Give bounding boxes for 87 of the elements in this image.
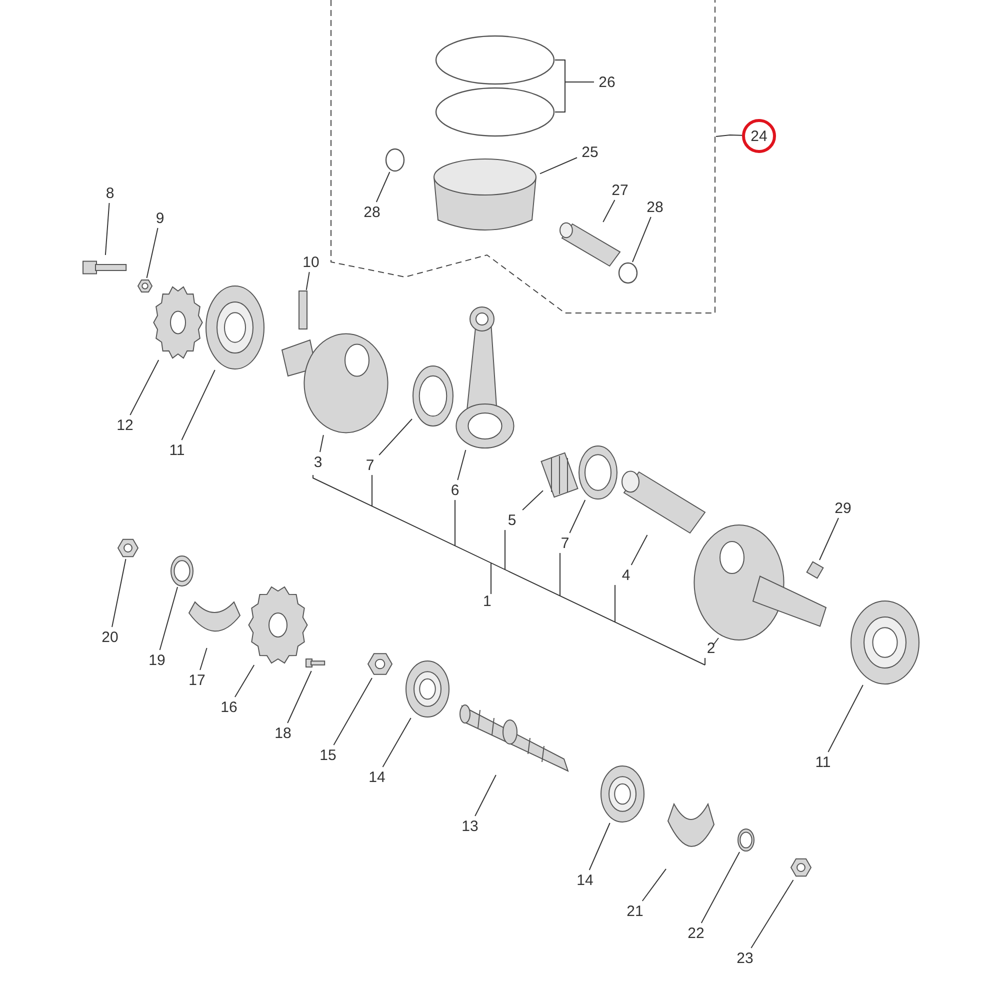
bearing-drawing xyxy=(205,285,265,370)
callout-number: 4 xyxy=(613,565,639,585)
leader-line xyxy=(712,638,719,646)
nut-drawing xyxy=(137,278,153,294)
leader-line xyxy=(378,418,412,456)
leader-line xyxy=(474,774,496,816)
leader-line xyxy=(588,822,610,870)
dashed-group-outline xyxy=(330,0,716,314)
callout-number: 28 xyxy=(359,202,385,222)
leader-line xyxy=(554,82,594,112)
callout-number: 9 xyxy=(147,208,173,228)
leader-line xyxy=(457,450,466,480)
leader-line xyxy=(828,684,864,752)
callout-number: 10 xyxy=(298,252,324,272)
piston-pin-drawing xyxy=(560,222,622,268)
leader-line xyxy=(159,586,178,650)
leader-line xyxy=(522,490,544,510)
callout-number: 12 xyxy=(112,415,138,435)
callout-number: 27 xyxy=(607,180,633,200)
callout-number: 21 xyxy=(622,901,648,921)
piston-ring-drawing xyxy=(435,35,555,85)
callout-number: 11 xyxy=(810,752,836,772)
leader-line xyxy=(382,718,412,768)
leader-line xyxy=(287,670,312,724)
callout-number: 13 xyxy=(457,816,483,836)
washer-drawing xyxy=(170,555,194,587)
callout-number: 5 xyxy=(499,510,525,530)
callout-number: 25 xyxy=(577,142,603,162)
leader-line xyxy=(819,518,839,560)
leader-line xyxy=(632,216,652,262)
piston-ring-drawing xyxy=(435,87,555,137)
leader-line xyxy=(700,852,740,924)
callout-number: 26 xyxy=(594,72,620,92)
connecting-rod-drawing xyxy=(455,305,515,450)
nut-drawing xyxy=(117,537,139,559)
leader-line xyxy=(750,880,794,948)
leader-line xyxy=(104,202,110,256)
leader-line xyxy=(630,534,648,566)
callout-number: 1 xyxy=(483,594,492,609)
leader-line xyxy=(181,370,216,440)
crank-pin-drawing xyxy=(622,470,707,535)
circlip-drawing xyxy=(385,148,405,172)
leader-line xyxy=(540,157,578,174)
callout-number: 24 xyxy=(742,119,776,153)
leader-line xyxy=(333,678,372,746)
callout-number: 17 xyxy=(184,670,210,690)
callout-number: 20 xyxy=(97,627,123,647)
leader-line xyxy=(112,558,126,628)
leader-line xyxy=(234,664,255,698)
leader-line xyxy=(130,360,160,416)
callout-number: 19 xyxy=(144,650,170,670)
callout-number: 15 xyxy=(315,745,341,765)
leader-line xyxy=(306,272,310,290)
circlip-drawing xyxy=(618,262,638,284)
callout-number: 22 xyxy=(683,923,709,943)
bearing-drawing xyxy=(405,660,450,718)
nut-drawing xyxy=(367,650,393,678)
callout-number: 7 xyxy=(357,455,383,475)
sprocket-drawing xyxy=(153,285,203,360)
callout-number: 2 xyxy=(698,638,724,658)
dowel-pin-drawing xyxy=(298,290,308,330)
callout-number: 7 xyxy=(552,533,578,553)
leader-line xyxy=(602,200,616,222)
callout-number: 11 xyxy=(164,440,190,460)
callout-number: 29 xyxy=(830,498,856,518)
gear-drawing xyxy=(248,585,308,665)
callout-number: 3 xyxy=(305,452,331,472)
callout-number: 6 xyxy=(442,480,468,500)
leader-line xyxy=(200,648,208,670)
leader-line xyxy=(320,434,324,452)
callout-number: 18 xyxy=(270,723,296,743)
leader-line xyxy=(146,228,158,278)
callout-number: 14 xyxy=(364,767,390,787)
callout-number: 16 xyxy=(216,697,242,717)
washer-drawing xyxy=(578,445,618,500)
bearing-drawing xyxy=(850,600,920,685)
callout-number: 14 xyxy=(572,870,598,890)
washer-drawing xyxy=(412,365,454,427)
washer-drawing xyxy=(737,828,755,852)
leader-line xyxy=(716,134,742,137)
callout-number: 28 xyxy=(642,197,668,217)
leader-line xyxy=(642,868,666,902)
leader-line xyxy=(569,500,586,534)
leader-line xyxy=(376,172,390,202)
bearing-drawing xyxy=(600,765,645,823)
callout-number: 23 xyxy=(732,948,758,968)
callout-number: 8 xyxy=(97,183,123,203)
